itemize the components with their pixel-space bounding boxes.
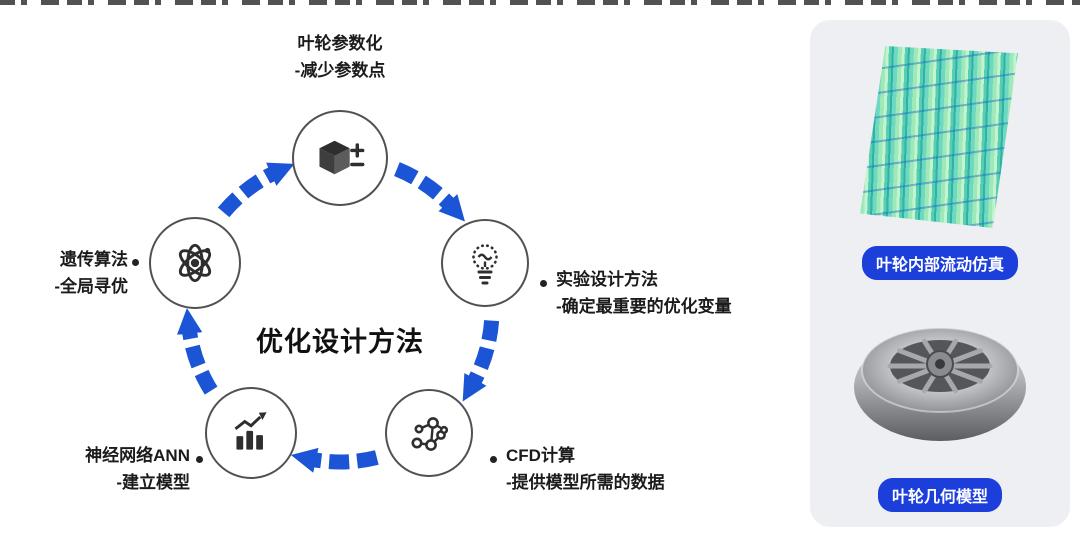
cropped-text-edge-decoration xyxy=(0,0,1080,5)
flow-simulation-badge: 叶轮内部流动仿真 xyxy=(861,246,1019,280)
connector-dot xyxy=(490,456,497,463)
node-subtitle: -建立模型 xyxy=(116,473,190,492)
arrow-left-to-top xyxy=(217,162,295,218)
node-experimental-design xyxy=(441,219,529,307)
node-genetic-algorithm xyxy=(149,217,241,309)
node-subtitle: -减少参数点 xyxy=(294,61,386,80)
node-title: 实验设计方法 xyxy=(556,270,658,289)
label-neural-network-ann: 神经网络ANN -建立模型 xyxy=(40,442,190,496)
arrow-top-to-right xyxy=(393,162,465,222)
lightbulb-icon xyxy=(472,244,498,285)
arrow-bottomleft-to-left xyxy=(176,308,218,395)
node-cfd-computation xyxy=(385,389,473,477)
diagram-title: 优化设计方法 xyxy=(256,327,424,357)
network-graph-icon xyxy=(411,417,449,451)
connector-dot xyxy=(132,259,139,266)
node-subtitle: -确定最重要的优化变量 xyxy=(556,297,732,316)
node-title: 神经网络ANN xyxy=(85,446,190,465)
cube-parameters-icon xyxy=(319,140,365,175)
node-subtitle: -提供模型所需的数据 xyxy=(506,473,665,492)
impeller-model-image xyxy=(854,327,1026,441)
arrow-bottomright-to-bottomleft xyxy=(290,447,379,473)
node-title: CFD计算 xyxy=(506,446,575,465)
atom-icon xyxy=(178,243,212,283)
node-subtitle: -全局寻优 xyxy=(54,277,128,296)
arrow-right-to-bottomright xyxy=(462,319,500,402)
flow-simulation-image xyxy=(860,46,1018,228)
label-cfd-computation: CFD计算 -提供模型所需的数据 xyxy=(506,442,665,496)
bar-chart-icon xyxy=(234,412,267,450)
node-title: 叶轮参数化 xyxy=(297,34,383,53)
connector-dot xyxy=(540,280,547,287)
label-experimental-design: 实验设计方法 -确定最重要的优化变量 xyxy=(556,266,732,320)
connector-dot xyxy=(196,456,203,463)
node-neural-network-ann xyxy=(205,387,297,479)
side-panel: 叶轮内部流动仿真 xyxy=(810,20,1070,527)
node-title: 遗传算法 xyxy=(60,250,128,269)
label-impeller-parameterization: 叶轮参数化 -减少参数点 xyxy=(250,30,430,84)
geometry-model-badge: 叶轮几何模型 xyxy=(877,478,1003,512)
label-genetic-algorithm: 遗传算法 -全局寻优 xyxy=(28,246,128,300)
node-impeller-parameterization xyxy=(292,110,388,206)
